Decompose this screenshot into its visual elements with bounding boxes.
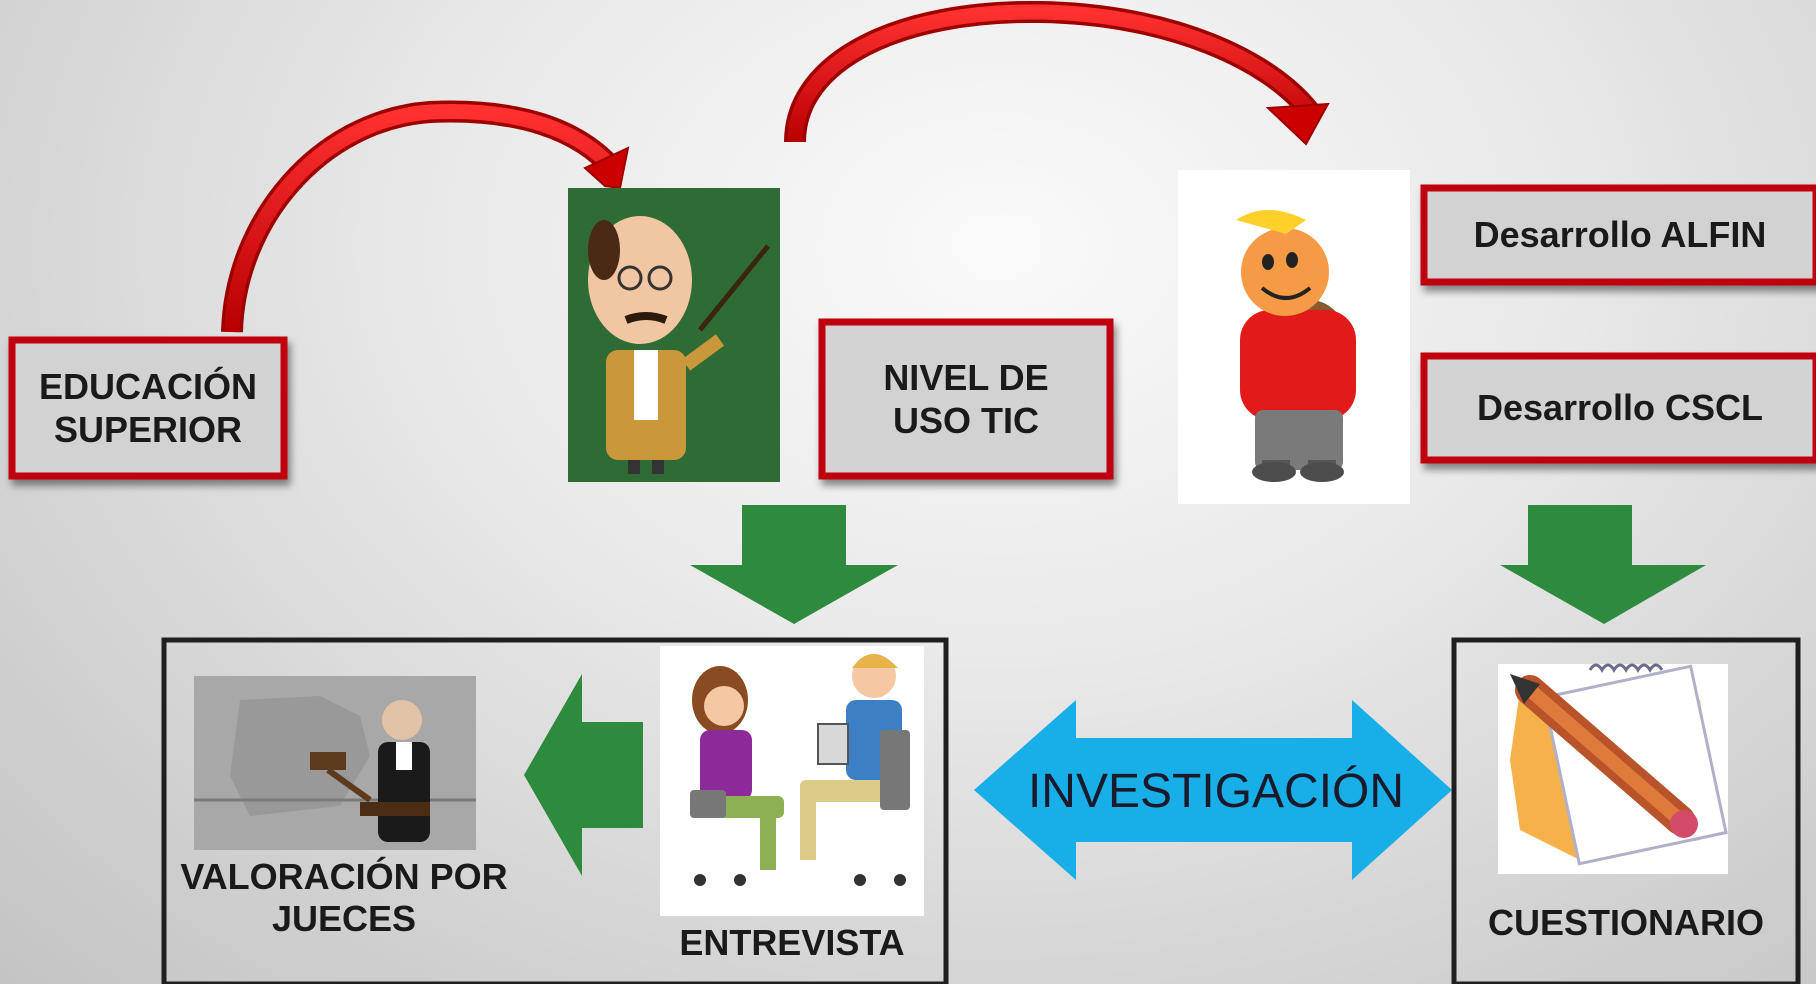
frame-entrevista-valoracion [161, 637, 949, 984]
box-desarrollo-cscl [1420, 352, 1816, 464]
cuestionario-label: CUESTIONARIO [1487, 902, 1764, 943]
frame-cuestionario [1451, 637, 1801, 984]
educacion-line-2: SUPERIOR [53, 409, 243, 450]
box-nivel-uso-tic [818, 318, 1114, 480]
box-desarrollo-alfin [1420, 184, 1816, 286]
red-arrow-teacher-to-student [784, 0, 1330, 146]
valoracion-line-1: VALORACIÓN POR [180, 856, 508, 897]
desarrollo-alfin-label: Desarrollo ALFIN [1473, 214, 1767, 256]
nivel-line-1: NIVEL DE [883, 356, 1049, 398]
blue-double-arrow [974, 700, 1452, 880]
questionnaire-pencil-icon [1498, 663, 1728, 874]
green-arrow-down-teacher [690, 505, 898, 624]
green-arrow-down-student [1500, 505, 1706, 624]
entrevista-label: ENTREVISTA [679, 922, 905, 963]
teacher-pointer-icon [568, 188, 780, 482]
interview-people-icon [660, 646, 924, 916]
desarrollo-cscl-label: Desarrollo CSCL [1476, 387, 1764, 429]
nivel-line-2: USO TIC [892, 400, 1039, 441]
student-backpack-icon [1178, 170, 1410, 504]
valoracion-label: VALORACIÓN POR JUECES [168, 856, 520, 941]
investigacion-label: INVESTIGACIÓN [1027, 765, 1405, 818]
valoracion-line-2: JUECES [271, 898, 417, 940]
green-arrow-left [524, 674, 643, 876]
educacion-line-1: EDUCACIÓN [38, 365, 257, 407]
box-educacion-superior [8, 336, 288, 480]
red-arrow-educacion-to-teacher [221, 100, 630, 333]
judge-gavel-icon [194, 676, 476, 850]
